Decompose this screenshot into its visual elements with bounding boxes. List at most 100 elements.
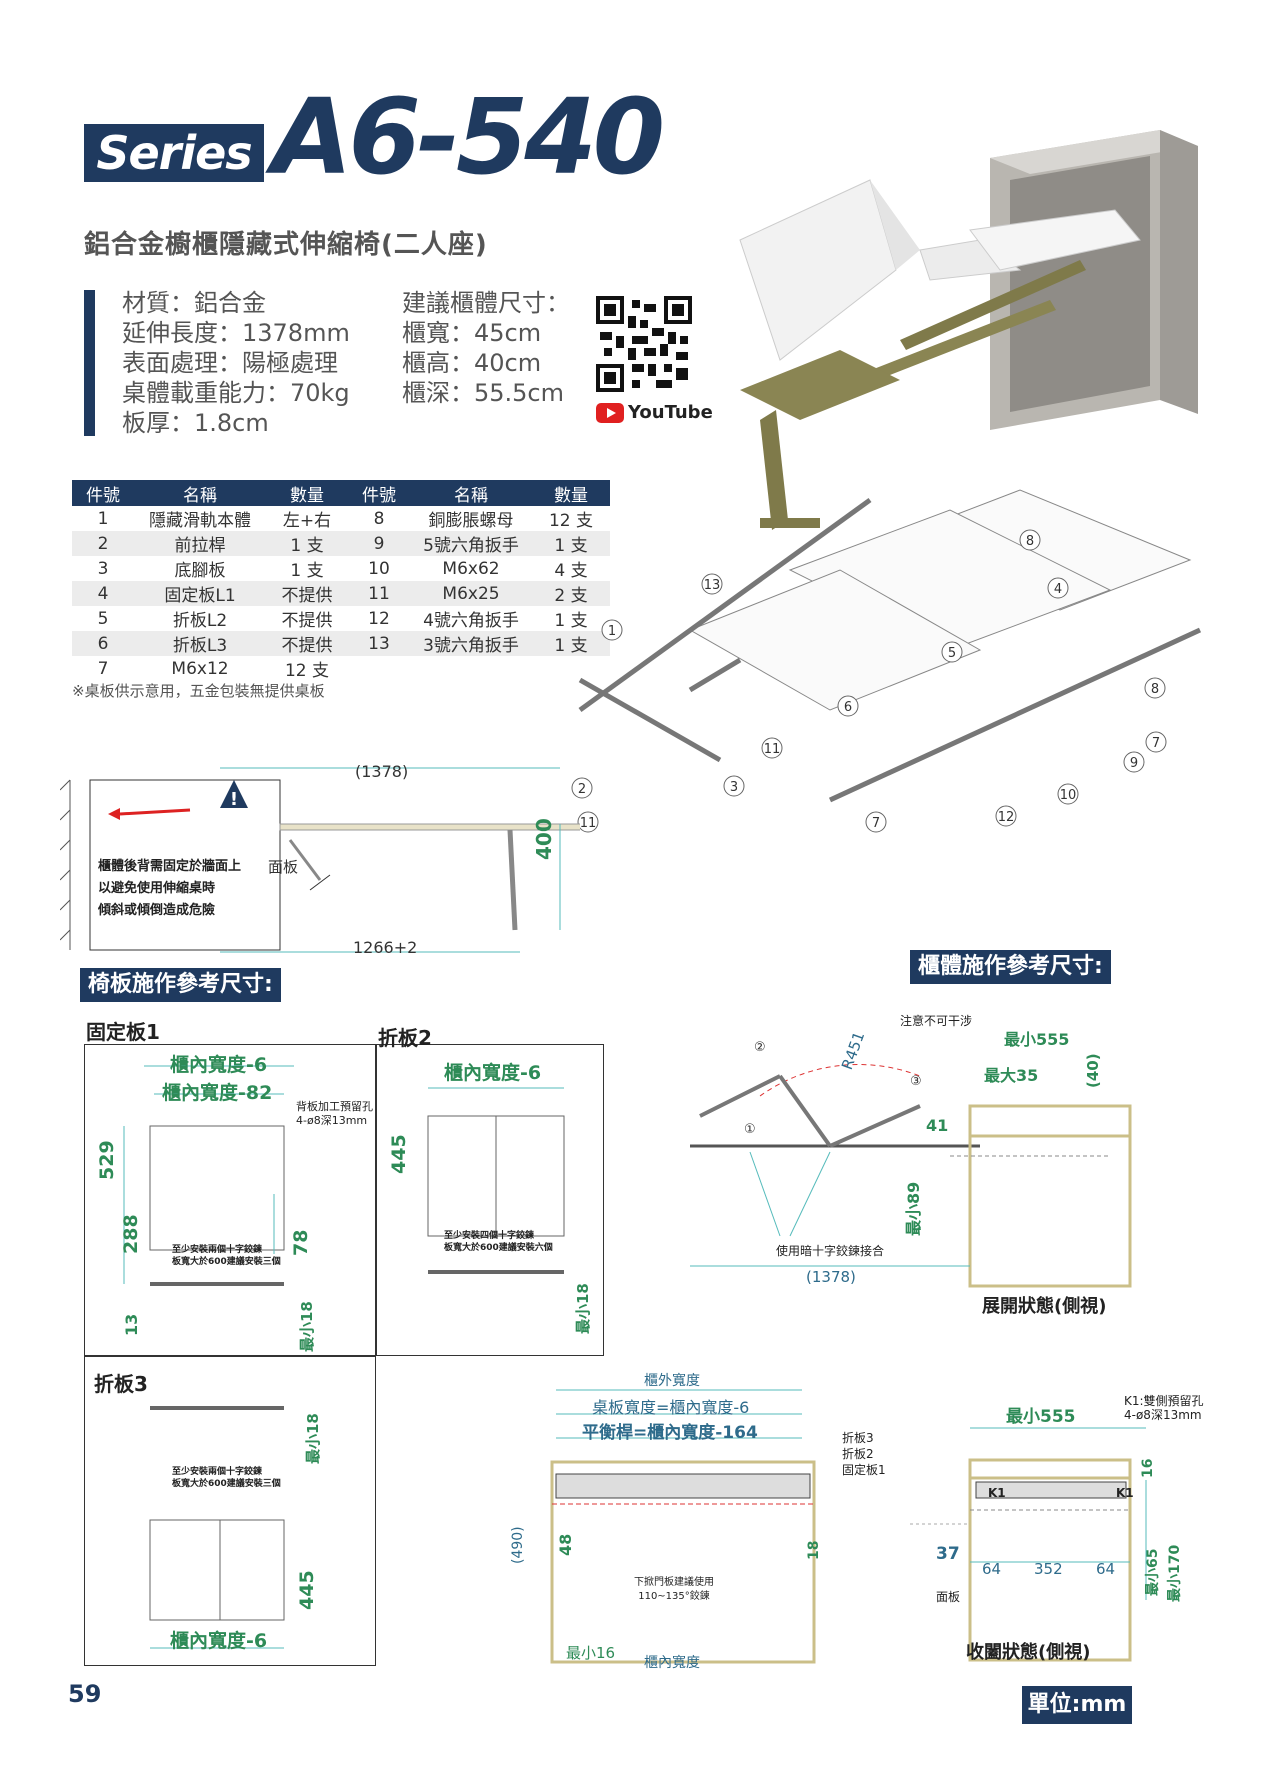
closed-state-diagram (910, 1427, 1147, 1662)
dim-extended-length: (1378) (355, 762, 409, 781)
open-max35: 最大35 (984, 1066, 1039, 1085)
seat-board-section-title: 椅板施作參考尺寸: (80, 968, 281, 1002)
front-legend: 折板3 折板2 固定板1 (842, 1431, 886, 1477)
open-dim-1378: (1378) (806, 1268, 856, 1286)
plate1-height-total: 529 (96, 1140, 118, 1180)
plate1-min18: 最小18 (298, 1301, 316, 1352)
col-name: 名稱 (134, 480, 266, 506)
plate2-hinge-note: 至少安裝四個十字鉸鍊板寬大於600建議安裝六個 (444, 1231, 553, 1253)
closed-dim-16: 16 (1140, 1458, 1156, 1478)
callout-label: 11 (764, 742, 781, 757)
closed-panel-label: 面板 (936, 1590, 961, 1604)
front-inner-width: 櫃內寬度 (644, 1655, 700, 1671)
callout-label: 1 (608, 624, 616, 639)
open-marker-2: ② (754, 1040, 766, 1055)
youtube-link[interactable]: YouTube (596, 402, 713, 423)
plate1-width-inner: 櫃內寬度-82 (162, 1082, 273, 1104)
youtube-label: YouTube (628, 402, 713, 423)
closed-state-caption: 收闔狀態(側視) (966, 1642, 1091, 1663)
youtube-play-icon (596, 403, 624, 423)
open-dim-41: 41 (926, 1116, 949, 1135)
dim-height: 400 (532, 818, 556, 860)
closed-k1-left: K1 (988, 1486, 1006, 1500)
side-panel-label: 面板 (268, 858, 299, 876)
plate3-hinge-note: 至少安裝兩個十字鉸鍊板寬大於600建議安裝三個 (172, 1467, 281, 1489)
plate2-min18: 最小18 (574, 1283, 592, 1334)
col-part-no-2: 件號 (348, 480, 410, 506)
spec-material: 材質：鋁合金 (122, 289, 266, 317)
callout-label: 7 (1152, 736, 1160, 751)
open-marker-3: ③ (910, 1074, 922, 1089)
exploded-view-diagram: 1 2 3 4 5 6 7 7 8 8 9 10 11 11 12 13 (571, 489, 1202, 833)
parts-table-header: 件號 名稱 數量 件號 名稱 數量 (72, 480, 610, 506)
plate2-height: 445 (388, 1134, 410, 1174)
open-hinge-note: 使用暗十字鉸鍊接合 (776, 1244, 885, 1258)
open-warn-note: 注意不可干涉 (900, 1014, 973, 1028)
closed-min65: 最小65 (1145, 1548, 1161, 1596)
callout-label: 12 (998, 810, 1015, 825)
qr-code-icon[interactable] (596, 296, 692, 392)
front-dim-48: 48 (556, 1533, 575, 1556)
front-min16: 最小16 (566, 1644, 616, 1662)
closed-dim-37: 37 (936, 1544, 960, 1564)
spec-load: 桌體載重能力：70kg (122, 379, 350, 407)
front-dim-18: 18 (806, 1540, 822, 1560)
callout-label: 8 (1026, 534, 1034, 549)
front-outer-width: 櫃外寬度 (644, 1373, 700, 1389)
spec-list-left: 材質：鋁合金 延伸長度：1378mm 表面處理：陽極處理 桌體載重能力：70kg… (122, 288, 350, 438)
callout-label: 11 (580, 816, 597, 831)
plate1-height-13: 13 (122, 1313, 141, 1336)
open-marker-1: ① (744, 1122, 756, 1137)
open-state-diagram (690, 1064, 1132, 1288)
unit-badge: 單位:mm (1022, 1686, 1132, 1724)
open-min555: 最小555 (1004, 1030, 1070, 1049)
series-badge: Series (84, 124, 264, 182)
callout-label: 10 (1060, 788, 1077, 803)
parts-note: ※桌板供示意用，五金包裝無提供桌板 (72, 682, 325, 700)
open-dim-40: (40) (1084, 1053, 1102, 1088)
col-qty: 數量 (266, 480, 348, 506)
spec-finish: 表面處理：陽極處理 (122, 349, 338, 377)
plate3-min18: 最小18 (304, 1413, 322, 1464)
col-part-no: 件號 (72, 480, 134, 506)
side-view-diagram: ! (60, 767, 580, 953)
product-render (739, 130, 1198, 530)
plate1-frame (84, 1044, 376, 1356)
model-title: A6-540 (272, 76, 665, 198)
spec-cabinet-width: 櫃寬：45cm (402, 319, 542, 347)
plate3-height: 445 (296, 1570, 318, 1610)
plate2-drawing (427, 1087, 565, 1274)
col-name-2: 名稱 (410, 480, 532, 506)
plate2-title: 折板2 (378, 1026, 432, 1050)
front-top-width: 桌板寬度=櫃內寬度-6 (592, 1398, 750, 1417)
callout-label: 2 (578, 782, 586, 797)
plate2-width: 櫃內寬度-6 (444, 1062, 542, 1084)
dim-base-length: 1266+2 (353, 938, 418, 957)
plate3-frame (84, 1356, 376, 1666)
plate1-height-78: 78 (290, 1229, 312, 1256)
svg-text:!: ! (230, 789, 238, 810)
callout-label: 4 (1054, 582, 1062, 597)
callout-label: 7 (872, 816, 880, 831)
product-subtitle: 鋁合金櫥櫃隱藏式伸縮椅(二人座) (84, 230, 488, 260)
warning-text: 櫃體後背需固定於牆面上 以避免使用伸縮桌時 傾斜或傾倒造成危險 (98, 859, 242, 918)
closed-dim-64-left: 64 (982, 1560, 1002, 1578)
closed-min555: 最小555 (1006, 1407, 1076, 1427)
plate2-frame (376, 1044, 604, 1356)
front-bar-width: 平衡桿=櫃內寬度-164 (582, 1423, 758, 1443)
spec-length: 延伸長度：1378mm (122, 319, 350, 347)
plate3-width: 櫃內寬度-6 (170, 1630, 268, 1652)
front-dim-490: (490) (510, 1526, 526, 1564)
spec-list-right: 建議櫃體尺寸： 櫃寬：45cm 櫃高：40cm 櫃深：55.5cm (402, 288, 570, 408)
front-view-diagram (550, 1389, 816, 1664)
closed-dim-352: 352 (1034, 1560, 1063, 1578)
cabinet-section-title: 櫃體施作參考尺寸: (910, 950, 1111, 984)
